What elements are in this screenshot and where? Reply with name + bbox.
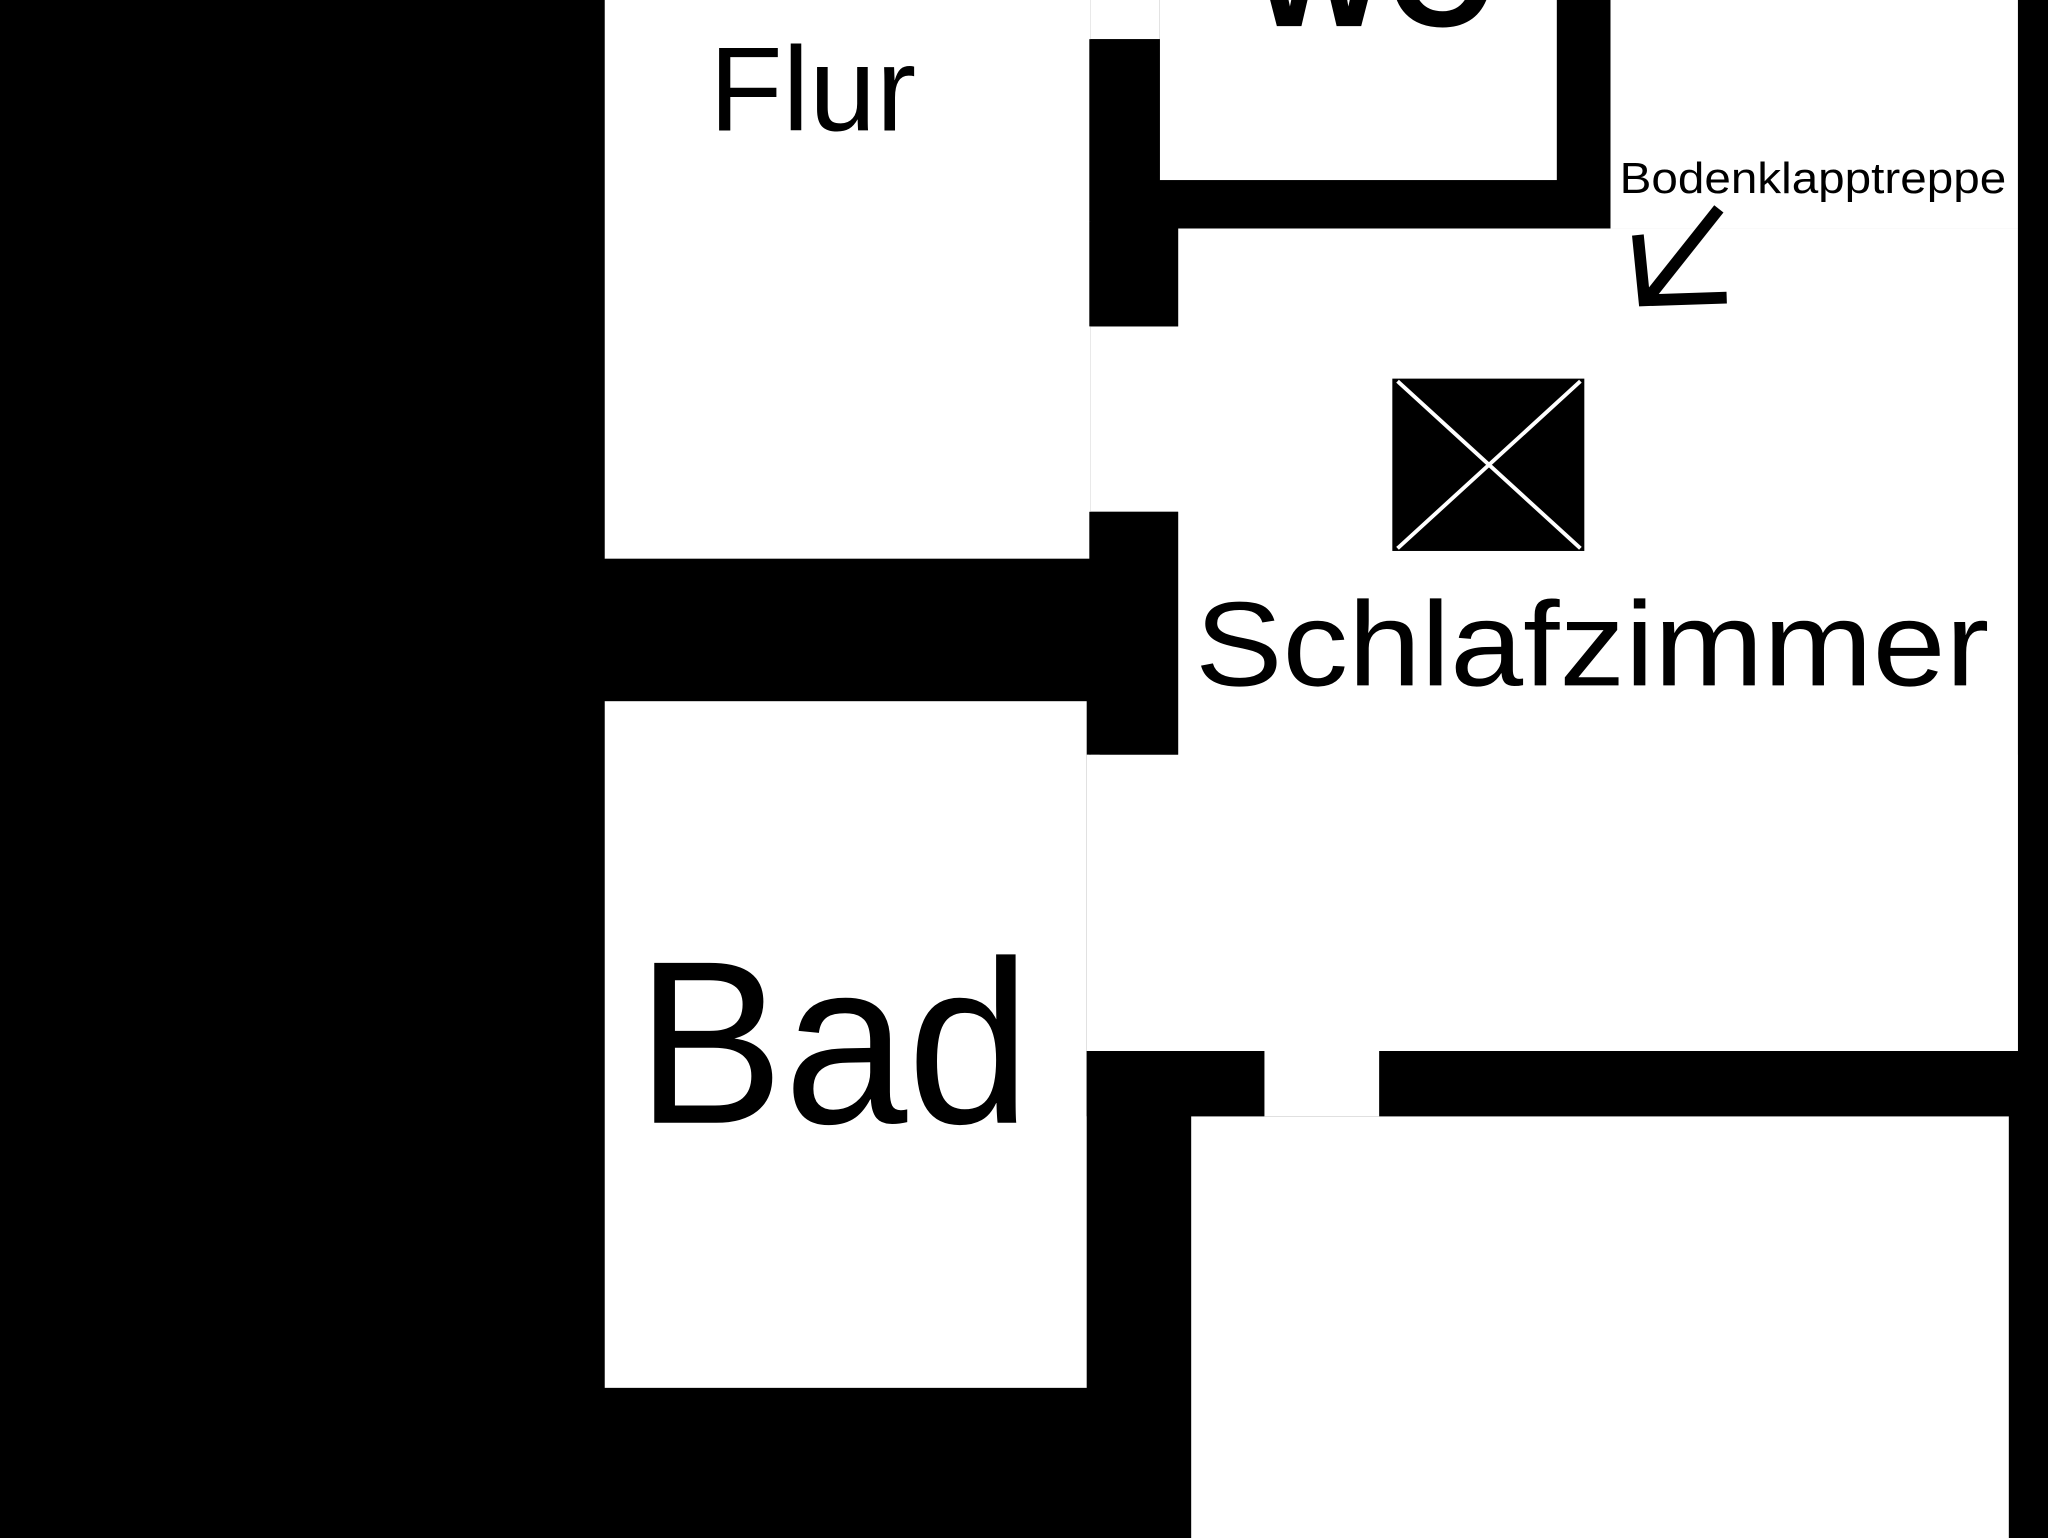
arrow-icon: [1632, 205, 1727, 307]
room-label-schlafzimmer: Schlafzimmer: [1195, 577, 1989, 711]
room-label-bad: Bad: [636, 914, 1030, 1173]
schlafzimmer-area-top: [1610, 0, 2018, 229]
wall-flur-bedroom: [1089, 39, 1160, 222]
room-label-wc: WC: [1251, 0, 1490, 57]
room-label-flur: Flur: [709, 23, 916, 157]
door-gap-lower: [1264, 1044, 1380, 1117]
wall-lower-right: [1379, 1051, 2048, 1117]
bad-area: [604, 701, 1087, 1388]
wc-area: [1159, 0, 1557, 181]
wall-lower-left: [1086, 1051, 1265, 1117]
flur-top-gap: [1090, 0, 1160, 40]
attic-hatch-icon: [1392, 378, 1585, 551]
wall-wc-right: [1556, 0, 1611, 229]
wall-middle-vertical: [1089, 511, 1179, 755]
annotation-attic-stairs: Bodenklapptreppe: [1620, 155, 2007, 203]
flur-doorway: [1090, 326, 1183, 512]
wall-middle-horizontal: [604, 558, 1091, 702]
wall-wc-bottom: [1159, 180, 1611, 229]
hall-lower: [1090, 754, 2018, 1052]
flur-area: [604, 0, 1091, 559]
wall-flur-bedroom-lower: [1089, 221, 1179, 327]
lower-room-area: [1191, 1116, 2009, 1538]
wall-right: [2017, 0, 2048, 1538]
bad-door-gap: [1086, 754, 1100, 1052]
